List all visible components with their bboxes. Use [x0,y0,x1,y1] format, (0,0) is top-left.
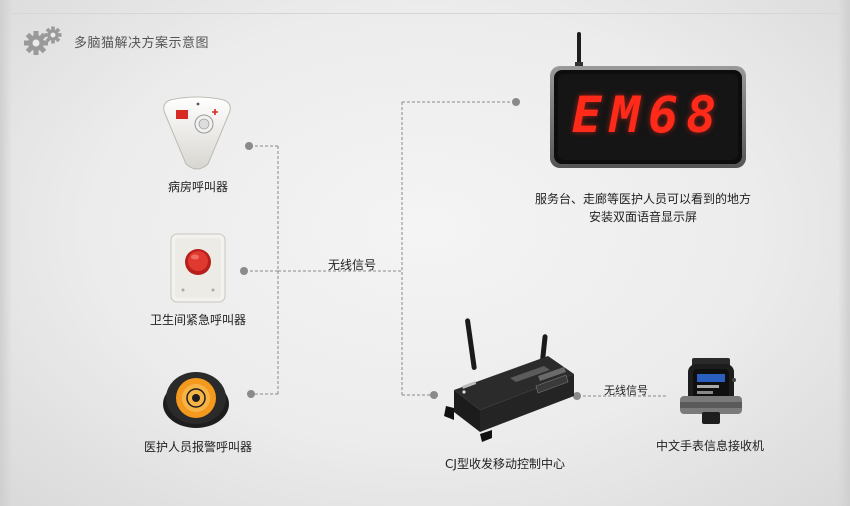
watch-receiver-label: 中文手表信息接收机 [655,439,764,453]
display-caption-line1: 服务台、走廊等医护人员可以看到的地方 [534,192,751,206]
wireless-signal-watch-label: 无线信号 [604,384,648,397]
controller-device [440,316,580,450]
top-divider [12,13,838,14]
controller-label: CJ型收发移动控制中心 [445,457,565,471]
watch-receiver-image [680,358,742,424]
diagram-title: 多脑猫解决方案示意图 [74,35,210,51]
watch-receiver-device [680,358,742,428]
ward-caller-label: 病房呼叫器 [167,180,228,194]
bathroom-caller-device [168,232,228,308]
led-display-text: EM68 [571,86,725,144]
controller-image [444,318,574,442]
display-caption-line2: 安装双面语音显示屏 [588,210,697,224]
staff-caller-device [160,364,232,434]
led-display-device: EM68 [548,30,748,174]
ward-caller-image [163,96,231,170]
staff-caller-label: 医护人员报警呼叫器 [143,440,252,454]
bathroom-caller-label: 卫生间紧急呼叫器 [149,313,246,327]
display-caption: 服务台、走廊等医护人员可以看到的地方 安装双面语音显示屏 [508,190,778,226]
right-edge-shade [838,0,850,506]
led-display-image [550,32,746,168]
diagram-header: 多脑猫解决方案示意图 [22,26,209,56]
left-edge-shade [0,0,12,506]
staff-caller-image [163,372,229,428]
gears-icon [24,26,62,55]
wireless-signal-label: 无线信号 [327,258,376,272]
ward-caller-device [160,94,234,176]
bathroom-caller-image [170,233,226,303]
